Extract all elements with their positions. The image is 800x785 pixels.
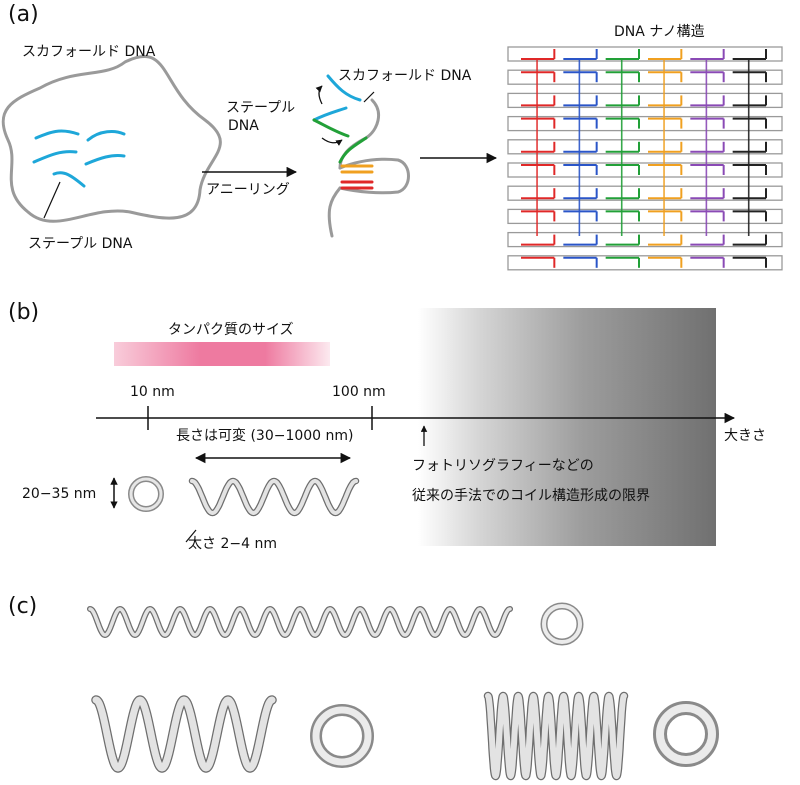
nanostructure-row: [507, 162, 783, 178]
photolithography-limit-region: [418, 308, 716, 546]
axis-label-size: 大きさ: [724, 428, 766, 444]
scaffold-label-left: スカフォールド DNA: [22, 44, 156, 60]
nanostructure-row: [507, 139, 783, 155]
coil-strand: [92, 696, 276, 772]
nanostructure-title: DNA ナノ構造: [614, 24, 705, 40]
scaffold-mid: [327, 98, 410, 238]
annealing-label: アニーリング: [206, 182, 290, 198]
coil-end-view-c1: [540, 602, 584, 646]
coil-strand: [190, 479, 358, 515]
scaffold-mid-pointer: [363, 91, 375, 103]
staple-pointer-line: [43, 181, 61, 219]
diameter-label: 20−35 nm: [22, 486, 97, 502]
staple-label-mid-1: ステープル: [226, 100, 296, 116]
nanostructure-row: [507, 69, 783, 85]
fold-arrow-lower: [321, 137, 343, 146]
coil-side-view-long: [87, 606, 513, 638]
scaffold-loop-left: [1, 55, 222, 223]
nanostructure-row: [507, 231, 783, 248]
dna-nanostructure: [507, 46, 783, 271]
coil-side-view-wide: [91, 695, 277, 773]
panel-label-c: (c): [8, 594, 38, 619]
panel-label-b: (b): [8, 300, 40, 325]
protein-size-label: タンパク質のサイズ: [168, 322, 294, 338]
thickness-label: 太さ 2−4 nm: [188, 536, 277, 552]
tick-label-100nm: 100 nm: [332, 384, 386, 400]
coil-end-view-c3: [653, 701, 719, 767]
scaffold-label-mid: スカフォールド DNA: [338, 68, 472, 84]
nanostructure-row: [507, 46, 783, 62]
nanostructure-row: [507, 255, 783, 271]
protein-size-band: [114, 342, 330, 366]
staple-label-left: ステープル DNA: [28, 236, 133, 252]
panel-label-a: (a): [8, 2, 39, 27]
staple-mid: [312, 74, 374, 190]
nanostructure-row: [507, 115, 783, 132]
nanostructure-row: [507, 208, 783, 225]
nanostructure-row: [507, 185, 783, 201]
nanostructure-row: [507, 92, 783, 109]
length-variable-label: 長さは可変 (30−1000 nm): [176, 428, 354, 444]
tick-label-10nm: 10 nm: [130, 384, 175, 400]
coil-side-view-dense: [483, 691, 629, 781]
limit-label-1: フォトリソグラフィーなどの: [412, 458, 594, 474]
staple-label-mid-2: DNA: [228, 118, 259, 134]
staple-strands-left: [32, 129, 126, 188]
fold-arrow-upper: [315, 85, 323, 105]
coil-strand: [485, 693, 627, 779]
coil-strand: [88, 607, 512, 637]
coil-side-view-b: [188, 477, 360, 517]
limit-label-2: 従来の手法でのコイル構造形成の限界: [412, 488, 650, 504]
coil-end-view-c2: [310, 704, 374, 768]
thickness-pointer: [185, 529, 197, 543]
coil-end-view-small: [128, 476, 164, 512]
